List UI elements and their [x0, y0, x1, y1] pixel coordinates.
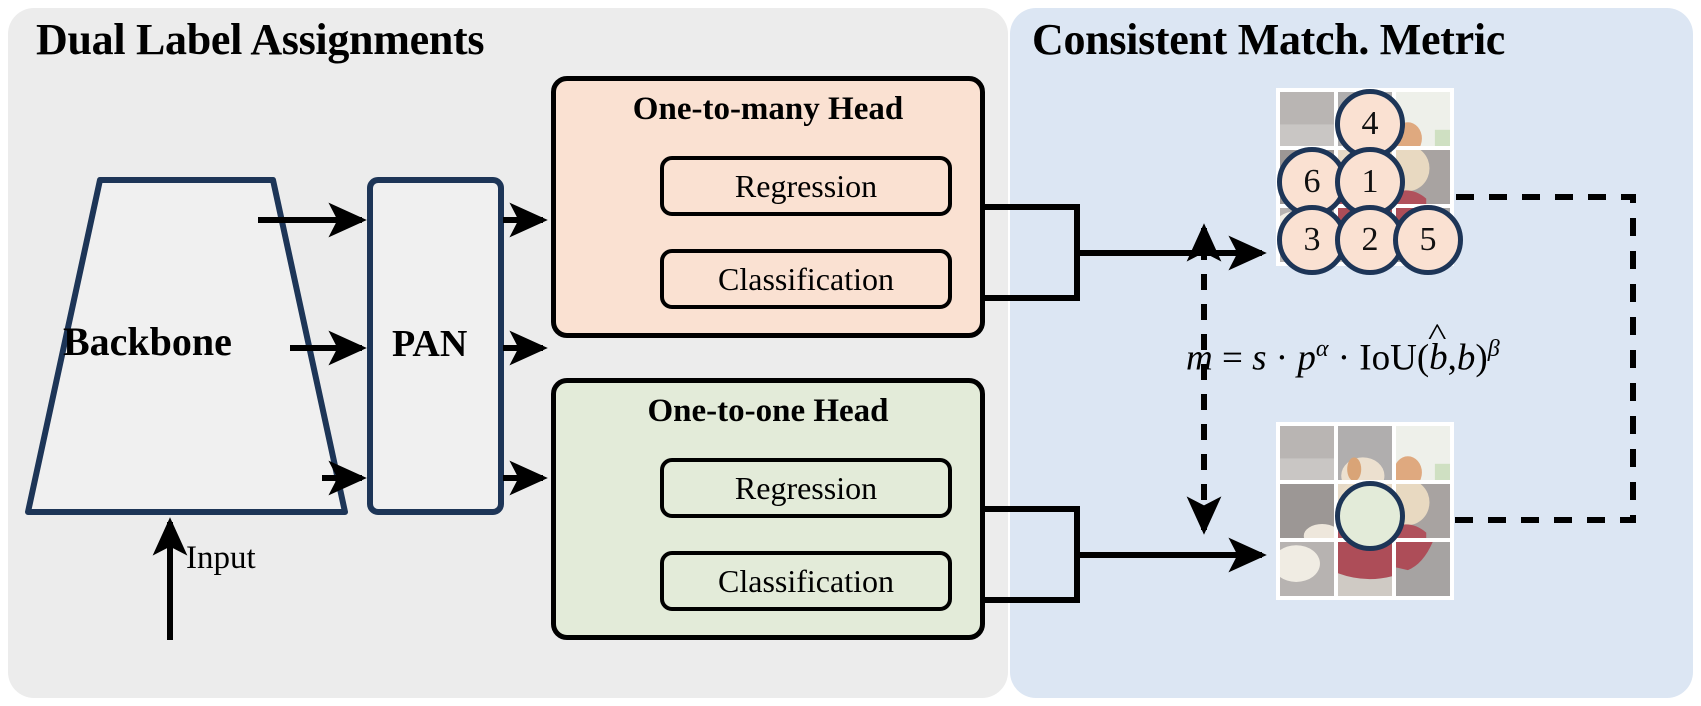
formula-m: m — [1186, 337, 1213, 379]
grid-cell — [1396, 426, 1450, 480]
formula-s: s — [1252, 337, 1267, 379]
one-to-one-regression-box: Regression — [660, 458, 952, 518]
assignment-marker-selected — [1335, 481, 1405, 551]
backbone-label: Backbone — [63, 319, 232, 364]
formula-dot-1: · — [1275, 337, 1289, 379]
formula-b-hat: b — [1429, 336, 1448, 379]
grid-cell — [1280, 92, 1334, 146]
one-to-one-classification-box: Classification — [660, 551, 952, 611]
input-label: Input — [186, 540, 256, 576]
assignment-marker-5: 5 — [1393, 205, 1463, 275]
metric-feedback-dashed-path — [1390, 194, 1636, 523]
formula-equals: = — [1221, 337, 1243, 379]
one-to-one-assignment-grid — [1276, 422, 1454, 600]
grid-cell — [1280, 542, 1334, 596]
grid-cell — [1338, 542, 1392, 596]
formula-dot-2: · — [1337, 337, 1351, 379]
pan-label: PAN — [392, 323, 468, 365]
one-to-one-head-box: One-to-one Head Regression Classificatio… — [551, 378, 985, 640]
formula-p: p — [1297, 337, 1316, 379]
grid-cell — [1396, 542, 1450, 596]
formula-paren-open: ( — [1416, 337, 1430, 379]
formula-b: b — [1456, 337, 1476, 379]
grid-cell — [1338, 426, 1392, 480]
grid-cell — [1280, 484, 1334, 538]
panel-right-title: Consistent Match. Metric — [1032, 15, 1505, 64]
panel-left-title: Dual Label Assignments — [36, 15, 485, 64]
formula-alpha: α — [1315, 336, 1329, 362]
formula-iou: IoU — [1359, 337, 1417, 379]
one-to-one-head-title: One-to-one Head — [647, 393, 889, 429]
consistent-match-metric-formula: m = s · pα · IoU(b,b)β — [1186, 336, 1500, 379]
grid-cell — [1280, 426, 1334, 480]
formula-comma: , — [1447, 337, 1457, 379]
one-to-many-head-box: One-to-many Head Regression Classificati… — [551, 76, 985, 338]
backbone-shape — [25, 177, 348, 515]
pan-shape — [367, 177, 504, 515]
formula-beta: β — [1487, 336, 1500, 362]
grid-cell — [1396, 484, 1450, 538]
formula-paren-close: ) — [1475, 337, 1488, 379]
one-to-many-regression-box: Regression — [660, 156, 952, 216]
one-to-many-classification-box: Classification — [660, 249, 952, 309]
one-to-many-head-title: One-to-many Head — [632, 91, 904, 127]
grid-cell — [1396, 92, 1450, 146]
